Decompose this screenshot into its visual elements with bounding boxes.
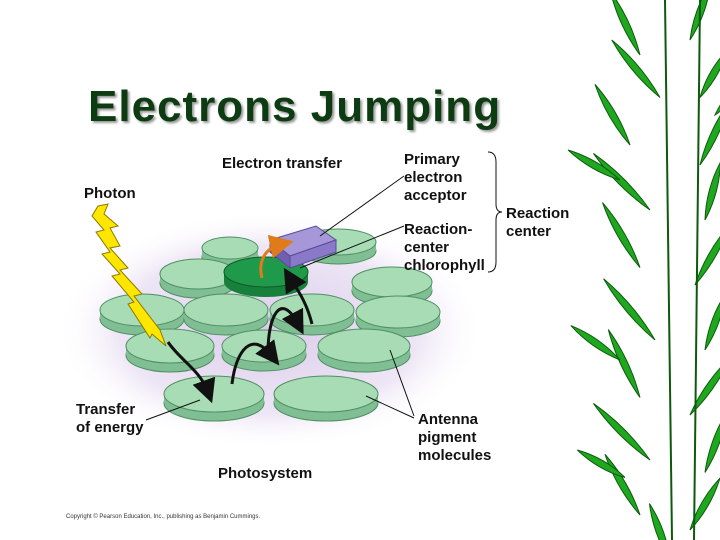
bamboo-leaf	[699, 101, 720, 166]
bamboo-leaf	[704, 161, 720, 221]
photon-lightning-icon	[91, 203, 167, 347]
label-primary-acceptor-1: Primary	[404, 151, 461, 168]
antenna-disk	[183, 293, 269, 336]
antenna-disk	[163, 375, 265, 422]
slide-title: Electrons Jumping	[88, 82, 502, 131]
bamboo-leaf	[648, 503, 671, 540]
label-antenna-3: molecules	[418, 447, 491, 464]
bamboo-leaf	[689, 477, 720, 531]
bamboo-leaf	[594, 84, 631, 146]
antenna-disk	[317, 328, 411, 373]
bamboo-leaf	[609, 0, 641, 56]
bamboo-leaf	[593, 403, 651, 461]
electron-transfer-arrow	[259, 234, 294, 279]
bamboo-leaf	[593, 153, 651, 211]
label-reaction-center-1: Reaction	[506, 205, 569, 222]
bamboo-leaf	[602, 202, 641, 268]
antenna-disk	[269, 293, 355, 336]
label-antenna-2: pigment	[418, 429, 476, 446]
label-pointer-lines	[145, 151, 503, 421]
bamboo-leaves-decoration	[567, 0, 720, 540]
bamboo-stem	[664, 0, 673, 540]
bamboo-leaf	[607, 329, 641, 398]
bamboo-leaf	[704, 293, 720, 351]
bamboo-leaf	[611, 39, 661, 98]
label-rc-chlorophyll-3: chlorophyll	[404, 257, 485, 274]
antenna-disk	[273, 375, 379, 422]
copyright-notice: Copyright © Pearson Education, Inc., pub…	[66, 513, 261, 520]
label-rc-chlorophyll-2: center	[404, 239, 449, 256]
energy-transfer-arrows	[166, 267, 314, 404]
label-photosystem: Photosystem	[218, 465, 312, 482]
bamboo-leaf	[567, 149, 621, 181]
label-primary-acceptor-3: acceptor	[404, 187, 467, 204]
bamboo-leaf	[694, 224, 720, 286]
label-rc-chlorophyll-1: Reaction-	[404, 221, 472, 238]
label-reaction-center-2: center	[506, 223, 551, 240]
bamboo-leaf	[699, 49, 720, 98]
antenna-disk	[355, 295, 441, 338]
bamboo-leaf	[603, 278, 656, 341]
bamboo-leaf	[704, 411, 720, 473]
label-photon: Photon	[84, 185, 136, 202]
bamboo-stem	[693, 0, 701, 540]
bamboo-leaf	[604, 454, 641, 516]
label-primary-acceptor-2: electron	[404, 169, 462, 186]
bamboo-leaf	[577, 449, 626, 478]
label-transfer-energy-2: of energy	[76, 419, 144, 436]
antenna-disk	[125, 328, 215, 373]
label-transfer-energy-1: Transfer	[76, 401, 135, 418]
bamboo-leaf	[570, 325, 621, 361]
label-electron-transfer: Electron transfer	[222, 155, 342, 172]
bamboo-leaf	[689, 357, 720, 416]
label-antenna-1: Antenna	[418, 411, 479, 428]
